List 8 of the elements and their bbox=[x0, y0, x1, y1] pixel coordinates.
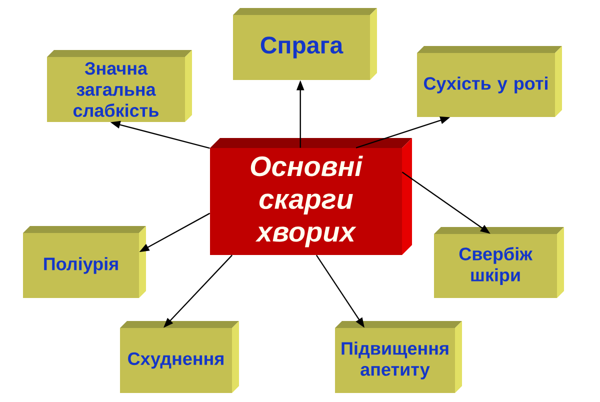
item-box: Свербіж шкіри bbox=[434, 227, 564, 298]
item-box: Значна загальна слабкість bbox=[47, 50, 192, 122]
item-box: Схуднення bbox=[120, 321, 239, 393]
item-box: Сухість у роті bbox=[417, 46, 562, 117]
main-box: Основні скарги хворих bbox=[210, 138, 412, 255]
item-box: Спрага bbox=[233, 8, 377, 80]
item-box: Підвищення апетиту bbox=[335, 321, 462, 393]
item-box: Поліурія bbox=[23, 226, 146, 298]
